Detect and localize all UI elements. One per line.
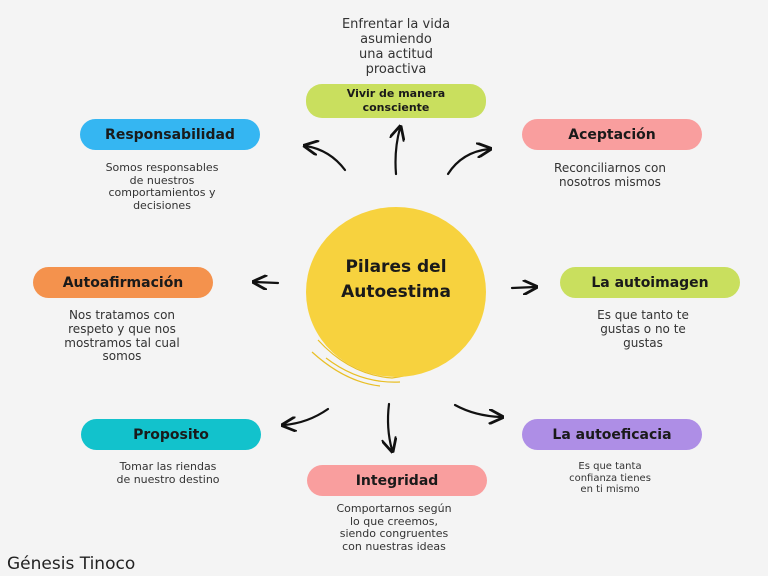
pill-autoimagen-label: La autoimagen xyxy=(591,274,709,291)
pill-vivir: Vivir de manera consciente xyxy=(306,84,486,118)
arrow-to-autoeficacia xyxy=(453,403,501,417)
arrow-to-vivir xyxy=(396,128,401,176)
pill-aceptacion: Aceptación xyxy=(522,119,702,150)
arrow-to-proposito xyxy=(284,407,330,425)
pill-autoeficacia-label: La autoeficacia xyxy=(552,426,672,443)
pill-responsabilidad: Responsabilidad xyxy=(80,119,260,150)
desc-vivir: Enfrentar la vida asumiendo una actitud … xyxy=(341,17,451,77)
pill-vivir-label: Vivir de manera consciente xyxy=(346,87,446,114)
arrow-to-responsabilidad xyxy=(306,146,347,172)
arrow-to-autoimagen xyxy=(510,287,535,288)
arrow-to-aceptacion xyxy=(446,149,489,176)
pill-aceptacion-label: Aceptación xyxy=(568,126,656,143)
pill-integridad: Integridad xyxy=(307,465,487,496)
pill-autoimagen: La autoimagen xyxy=(560,267,740,298)
center-circle xyxy=(306,207,486,377)
pill-autoafirmacion-label: Autoafirmación xyxy=(62,274,184,291)
desc-aceptacion: Reconciliarnos con nosotros mismos xyxy=(554,161,666,189)
arrow-to-autoafirmacion xyxy=(255,282,280,283)
pill-responsabilidad-label: Responsabilidad xyxy=(105,126,235,143)
pill-proposito: Proposito xyxy=(81,419,261,450)
pill-autoafirmacion: Autoafirmación xyxy=(33,267,213,298)
center-title: Pilares del Autoestima xyxy=(341,257,451,302)
desc-responsabilidad: Somos responsables de nuestros comportam… xyxy=(105,161,219,212)
pill-proposito-label: Proposito xyxy=(133,426,209,443)
pill-integridad-label: Integridad xyxy=(355,472,439,489)
desc-autoeficacia: Es que tanta confianza tienes en ti mism… xyxy=(569,461,651,495)
desc-proposito: Tomar las riendas de nuestro destino xyxy=(116,460,220,486)
arrow-to-integridad xyxy=(388,402,392,450)
desc-autoafirmacion: Nos tratamos con respeto y que nos mostr… xyxy=(64,308,180,364)
desc-autoimagen: Es que tanto te gustas o no te gustas xyxy=(597,308,689,350)
desc-integridad: Comportarnos según lo que creemos, siend… xyxy=(336,502,452,553)
author-name: Génesis Tinoco xyxy=(7,554,136,574)
pill-autoeficacia: La autoeficacia xyxy=(522,419,702,450)
